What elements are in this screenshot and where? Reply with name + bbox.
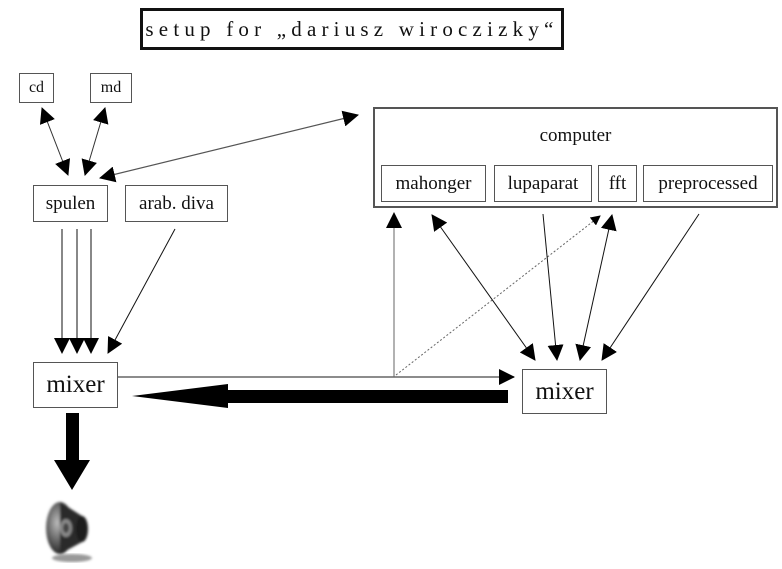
node-md: md bbox=[90, 73, 132, 103]
module-mahonger: mahonger bbox=[381, 165, 486, 202]
computer-label: computer bbox=[539, 125, 612, 146]
thick-arrow-return bbox=[132, 384, 508, 408]
node-spulen: spulen bbox=[33, 185, 108, 222]
module-lupaparat: lupaparat bbox=[494, 165, 592, 202]
edge-spulen-computer bbox=[99, 110, 359, 183]
node-mixer-right: mixer bbox=[522, 369, 607, 414]
edge-mixer-fft-dotted bbox=[395, 215, 601, 376]
edge-md-spulen bbox=[81, 107, 109, 176]
node-cd: cd bbox=[19, 73, 54, 103]
node-computer: computer mahonger lupaparat fft preproce… bbox=[373, 107, 778, 208]
diagram-title: setup for „dariusz wiroczizky“ bbox=[140, 8, 564, 50]
edge-arabdiva-mixer bbox=[107, 228, 176, 354]
edge-mahonger-mixer bbox=[431, 214, 536, 361]
speaker-icon bbox=[34, 492, 106, 564]
node-arab-diva: arab. diva bbox=[125, 185, 228, 222]
edge-fft-mixer bbox=[575, 214, 617, 361]
edge-lupaparat-mixer bbox=[542, 213, 564, 361]
node-mixer-left: mixer bbox=[33, 362, 118, 408]
edge-preprocessed-mixer bbox=[601, 213, 700, 361]
module-fft: fft bbox=[598, 165, 637, 202]
module-preprocessed: preprocessed bbox=[643, 165, 773, 202]
thick-arrow-to-speaker bbox=[54, 413, 90, 490]
edge-cd-spulen bbox=[39, 107, 71, 176]
